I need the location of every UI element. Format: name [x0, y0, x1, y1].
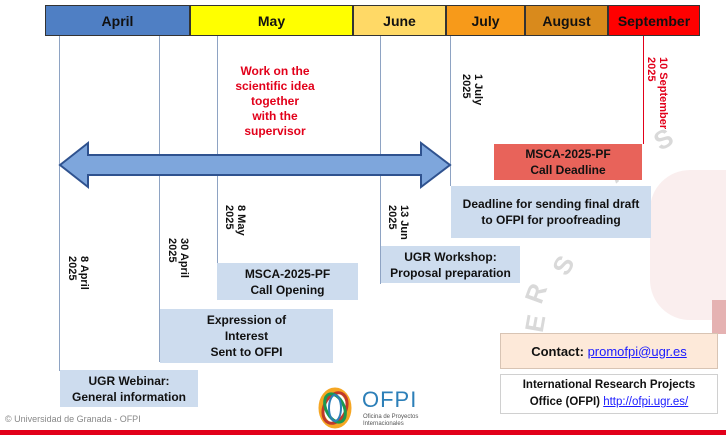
expression-line: Interest [224, 329, 269, 343]
footer-rule [0, 430, 726, 435]
call-opening-line: MSCA-2025-PF [244, 266, 331, 281]
double-arrow [58, 140, 452, 190]
workshop-line: UGR Workshop: [404, 249, 497, 264]
timeline-line-sep10 [643, 36, 644, 144]
watermark-letter: S [545, 250, 581, 281]
crest-red-mark [712, 300, 726, 334]
date-jun13: 13 Jun 2025 [386, 205, 410, 240]
ofpi-logo-sub-line: Internacionales [363, 421, 404, 427]
copyright-text: © Universidad de Granada - OFPI [5, 414, 141, 424]
call-opening-box: MSCA-2025-PF Call Opening [217, 263, 358, 300]
work-note: Work on the scientific idea together wit… [205, 64, 345, 139]
work-note-line: supervisor [244, 124, 306, 138]
final-draft-box: Deadline for sending final draft to OFPI… [451, 186, 651, 238]
office-box: International Research Projects Office (… [500, 374, 718, 414]
webinar-box: UGR Webinar: General information [60, 370, 198, 407]
date-jul1: 1 July 2025 [460, 74, 484, 106]
final-draft-line: to OFPI for proofreading [481, 213, 621, 227]
month-april: April [45, 5, 190, 36]
office-url-link[interactable]: http://ofpi.ugr.es/ [603, 396, 689, 408]
office-line1: International Research Projects [522, 379, 696, 391]
date-apr30: 30 April 2025 [166, 238, 190, 278]
ofpi-logo-name: OFPI [362, 387, 418, 412]
watermark-letter: E [518, 312, 552, 335]
final-draft-line: Deadline for sending final draft [462, 197, 640, 211]
expression-line: Expression of [206, 313, 287, 327]
contact-box: Contact: promofpi@ugr.es [500, 333, 718, 369]
date-apr8: 8 April 2025 [66, 256, 90, 290]
month-june: June [353, 5, 446, 36]
date-may8: 8 May 2025 [223, 205, 247, 236]
work-note-line: scientific idea [235, 79, 315, 93]
workshop-box: UGR Workshop: Proposal preparation [381, 246, 520, 283]
work-note-line: Work on the [240, 64, 310, 78]
month-september: September [608, 5, 700, 36]
call-deadline-box: MSCA-2025-PF Call Deadline [494, 144, 642, 180]
ofpi-logo-sub-line: Oficina de Proyectos [363, 414, 419, 420]
workshop-line: Proposal preparation [390, 265, 511, 280]
month-may: May [190, 5, 353, 36]
webinar-line: UGR Webinar: [88, 373, 170, 388]
work-note-line: together [251, 94, 299, 108]
work-note-line: with the [252, 109, 298, 123]
timeline-line-apr8 [59, 36, 60, 371]
call-opening-line: Call Opening [250, 282, 325, 297]
month-august: August [525, 5, 608, 36]
expression-box: Expression of Interest Sent to OFPI [160, 309, 333, 363]
contact-email-link[interactable]: promofpi@ugr.es [587, 343, 687, 359]
ofpi-logo-sub: Oficina de Proyectos Internacionales [363, 414, 418, 428]
watermark-crest [650, 170, 726, 320]
date-sep10: 10 September 2025 [645, 57, 669, 130]
webinar-line: General information [71, 389, 187, 404]
office-line2: Office (OFPI) [529, 396, 601, 408]
contact-label: Contact: [531, 343, 584, 359]
timeline-line-jul1 [450, 36, 451, 186]
month-july: July [446, 5, 525, 36]
expression-line: Sent to OFPI [210, 345, 283, 359]
call-deadline-line: Call Deadline [530, 163, 606, 177]
watermark-letter: R [518, 279, 554, 308]
timeline-line-apr30 [159, 36, 160, 362]
ofpi-logo-icon [318, 387, 352, 429]
call-deadline-line: MSCA-2025-PF [525, 147, 611, 161]
